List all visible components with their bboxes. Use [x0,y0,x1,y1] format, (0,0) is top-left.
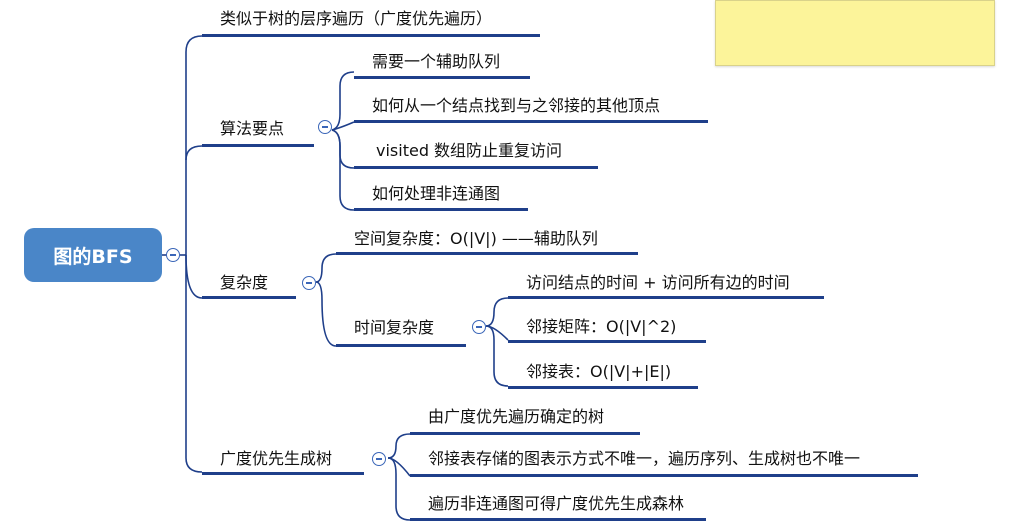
trunk-to-algo [185,145,203,161]
leaf-underline [410,432,640,435]
branch-underline [202,472,364,475]
tree-forest[interactable]: 遍历非连通图可得广度优先生成森林 [428,494,685,513]
branch-underline [202,144,314,147]
leaf-underline [336,252,638,255]
tree-definition[interactable]: 由广度优先遍历确定的树 [428,407,605,426]
tree-link-2 [387,457,411,477]
leaf-underline [508,296,824,299]
complexity-link-2 [315,281,337,347]
time-adjacency-matrix[interactable]: 邻接矩阵：O(|V|^2) [526,317,677,336]
leaf-underline [354,76,530,79]
time-complexity[interactable]: 时间复杂度 [354,318,435,337]
leaf-underline [508,386,698,389]
root-label: 图的BFS [53,245,133,268]
algo-link-3 [331,129,355,169]
algo-link-4 [331,129,355,211]
branch-spanning-tree[interactable]: 广度优先生成树 [220,449,333,468]
time-visit-cost[interactable]: 访问结点的时间 + 访问所有边的时间 [526,273,790,292]
algo-point-visited[interactable]: visited 数组防止重复访问 [376,141,563,160]
tree-not-unique[interactable]: 邻接表存储的图表示方式不唯一，遍历序列、生成树也不唯一 [428,449,861,468]
space-complexity[interactable]: 空间复杂度：O(|V|) ——辅助队列 [354,229,598,248]
collapse-tree-icon[interactable] [372,452,386,466]
leaf-underline [354,166,598,169]
time-adjacency-list[interactable]: 邻接表：O(|V|+|E|) [526,362,672,381]
tree-link-1 [387,433,411,459]
algo-link-1 [331,71,355,131]
leaf-underline [410,518,706,521]
sticky-note[interactable] [715,0,995,66]
leaf-underline [354,208,528,211]
algo-link-2 [331,121,355,131]
time-link-2 [485,325,509,341]
root-node[interactable]: 图的BFS [24,228,162,282]
algo-point-adjacent[interactable]: 如何从一个结点找到与之邻接的其他顶点 [372,96,661,115]
time-link-3 [485,325,509,387]
algo-point-queue[interactable]: 需要一个辅助队列 [372,52,501,71]
branch-underline [336,344,466,347]
leaf-underline [354,120,708,123]
time-link-1 [485,297,509,327]
leaf-underline [410,474,918,477]
collapse-root-icon[interactable] [166,248,180,262]
trunk-to-complexity [185,254,203,299]
trunk-upper-1 [185,35,203,255]
branch-complexity[interactable]: 复杂度 [220,273,269,292]
branch-underline [202,296,296,299]
complexity-link-1 [315,253,337,283]
trunk-to-tree [185,255,203,473]
collapse-algorithm-icon[interactable] [318,120,332,134]
tree-link-3 [387,457,411,521]
leaf-underline [508,340,706,343]
branch-algorithm-points[interactable]: 算法要点 [220,119,285,138]
collapse-complexity-icon[interactable] [302,276,316,290]
branch-bfs-like-tree[interactable]: 类似于树的层序遍历（广度优先遍历） [220,9,493,28]
branch-underline [202,34,540,37]
algo-point-disconnected[interactable]: 如何处理非连通图 [372,184,501,203]
collapse-time-icon[interactable] [472,320,486,334]
